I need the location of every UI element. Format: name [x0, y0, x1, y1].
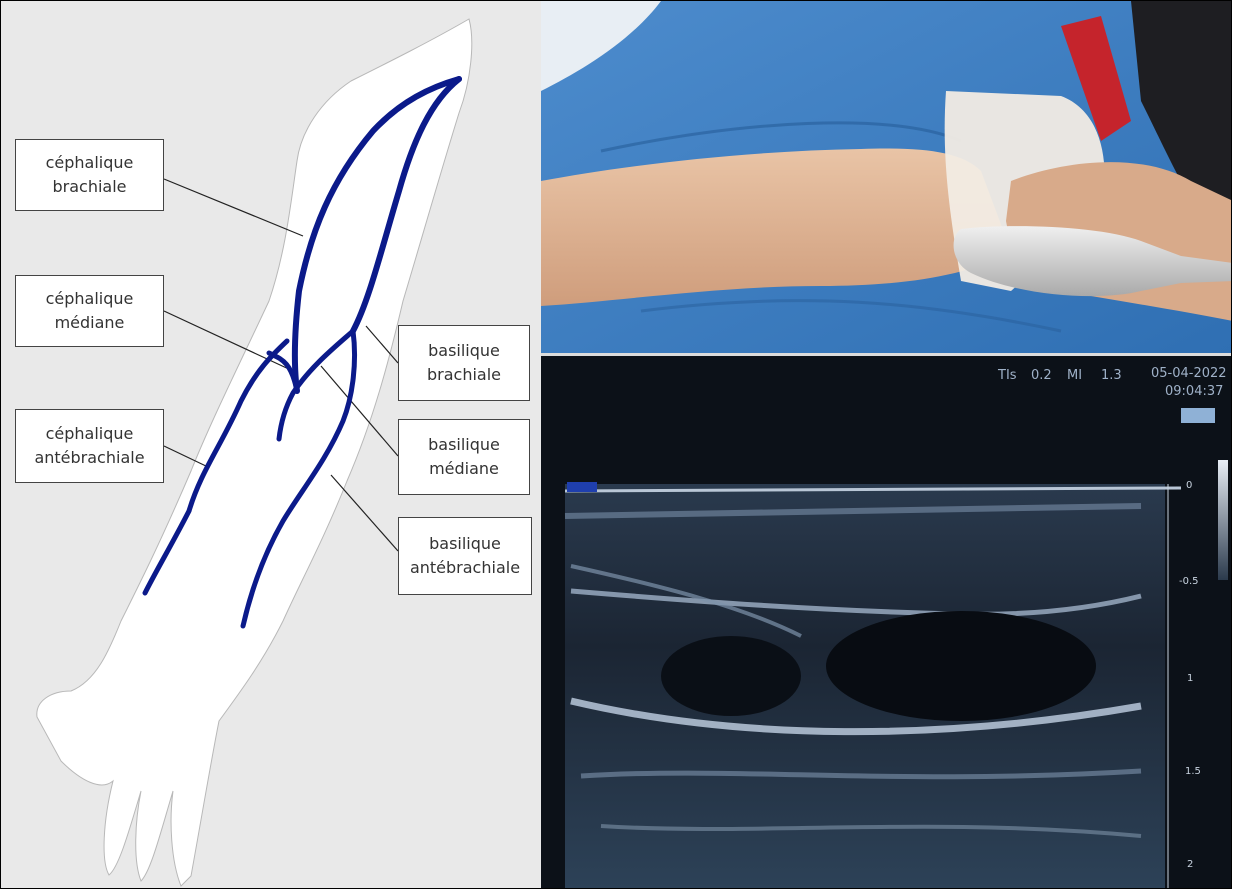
label-text: céphalique [46, 287, 134, 311]
gray-scale-bar [1218, 460, 1228, 580]
label-basilique-antebrachiale: basilique antébrachiale [398, 517, 532, 595]
leader-basilique-antebrachiale [331, 475, 398, 551]
label-text: antébrachiale [410, 556, 520, 580]
label-text: basilique [428, 339, 500, 363]
probe-indicator-icon [1181, 408, 1215, 423]
label-text: antébrachiale [34, 446, 144, 470]
tis-value: 0.2 [1031, 368, 1052, 383]
ultrasound-image [541, 356, 1232, 889]
mi-label: MI [1067, 368, 1082, 383]
label-text: basilique [429, 532, 501, 556]
label-text: médiane [429, 457, 499, 481]
label-cephalique-brachiale: céphalique brachiale [15, 139, 164, 211]
vein-lumen [661, 636, 801, 716]
tis-label: TIs [998, 368, 1017, 383]
label-basilique-mediane: basilique médiane [398, 419, 530, 495]
ultrasound-panel: TIs 0.2 MI 1.3 05-04-2022 09:04:37 0 -0.… [541, 356, 1232, 889]
label-cephalique-antebrachiale: céphalique antébrachiale [15, 409, 164, 483]
label-text: céphalique [46, 422, 134, 446]
depth-mark: 1.5 [1185, 766, 1201, 777]
label-basilique-brachiale: basilique brachiale [398, 325, 530, 401]
depth-mark: -0.5 [1179, 576, 1199, 587]
vein-lumen [826, 611, 1096, 721]
leader-cephalique-brachiale [164, 179, 303, 236]
label-text: brachiale [427, 363, 501, 387]
depth-mark: 0 [1186, 480, 1192, 491]
label-text: céphalique [46, 151, 134, 175]
label-cephalique-mediane: céphalique médiane [15, 275, 164, 347]
label-text: médiane [55, 311, 125, 335]
label-text: brachiale [52, 175, 126, 199]
depth-mark: 1 [1187, 673, 1193, 684]
time-readout: 09:04:37 [1165, 384, 1223, 399]
depth-mark: 2 [1187, 859, 1193, 870]
date-readout: 05-04-2022 [1151, 366, 1227, 381]
clinical-photo-illustration [541, 1, 1232, 353]
arm-diagram-panel: céphalique brachiale céphalique médiane … [1, 1, 541, 889]
label-text: basilique [428, 433, 500, 457]
clinical-photo [541, 1, 1232, 353]
mi-value: 1.3 [1101, 368, 1122, 383]
focus-marker [567, 482, 597, 492]
